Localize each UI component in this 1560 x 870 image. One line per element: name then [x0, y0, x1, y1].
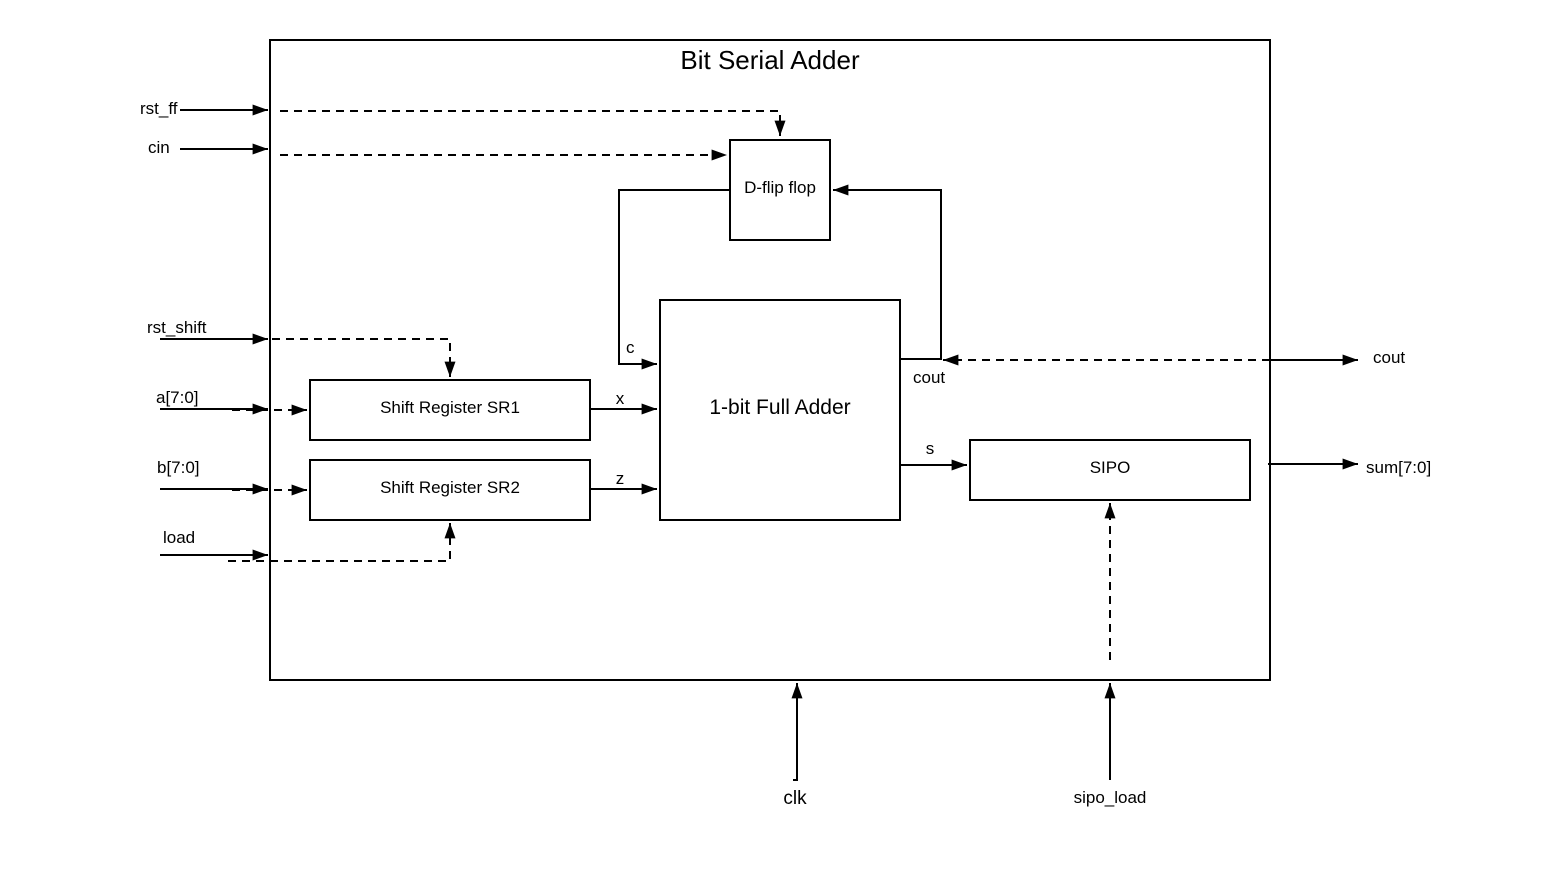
x-signal-label: x [616, 389, 625, 408]
cin-label: cin [148, 138, 170, 157]
c-signal-label: c [626, 338, 635, 357]
sum-output-label: sum[7:0] [1366, 458, 1431, 477]
shift-register-sr1-label: Shift Register SR1 [380, 398, 520, 417]
cout-to-dff-wire [833, 184, 942, 360]
clk-input-arrow [791, 683, 803, 781]
sipo-load-label: sipo_load [1074, 788, 1147, 807]
shift-register-sr2-label: Shift Register SR2 [380, 478, 520, 497]
cout-internal-label: cout [913, 368, 945, 387]
rst-shift-internal-wire [272, 338, 456, 377]
rst-shift-label: rst_shift [147, 318, 207, 337]
rst-ff-label: rst_ff [140, 99, 178, 118]
sipo-block: SIPO [969, 439, 1251, 501]
d-flip-flop-block: D-flip flop [729, 139, 831, 241]
full-adder-label: 1-bit Full Adder [709, 396, 850, 419]
load-internal-wire [228, 523, 456, 562]
full-adder-block: 1-bit Full Adder [659, 299, 901, 521]
a-label: a[7:0] [156, 388, 199, 407]
z-signal-label: z [616, 469, 625, 488]
carry-feedback-wire [618, 189, 730, 370]
d-flip-flop-label: D-flip flop [744, 178, 816, 197]
sipo-label: SIPO [1090, 458, 1131, 477]
shift-register-sr2-block: Shift Register SR2 [309, 459, 591, 521]
load-label: load [163, 528, 195, 547]
clk-label: clk [783, 788, 807, 809]
b-label: b[7:0] [157, 458, 200, 477]
shift-register-sr1-block: Shift Register SR1 [309, 379, 591, 441]
module-title: Bit Serial Adder [680, 45, 860, 75]
s-signal-label: s [926, 439, 935, 458]
cout-output-label: cout [1373, 348, 1405, 367]
